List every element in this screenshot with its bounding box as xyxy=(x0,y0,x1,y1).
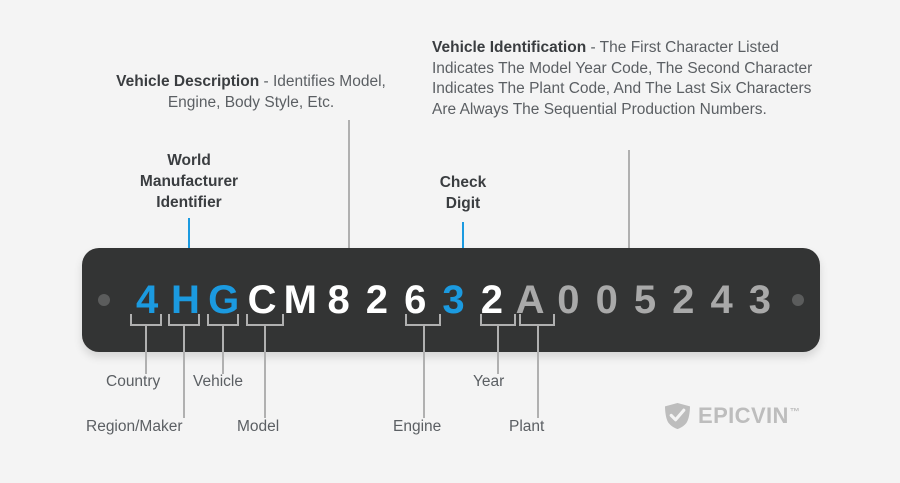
wmi-heading-line-3: Identifier xyxy=(156,194,222,211)
wmi-heading: World Manufacturer Identifier xyxy=(113,150,265,213)
vin-char-1: 4 xyxy=(136,278,159,322)
shield-check-icon xyxy=(665,403,690,429)
country-stem-line xyxy=(145,326,147,374)
vin-char-2: H xyxy=(171,278,200,322)
vin-char-14: 5 xyxy=(633,278,657,322)
bracket-country xyxy=(130,314,162,326)
vin-char-13: 0 xyxy=(595,278,618,322)
vin-char-9: 3 xyxy=(442,278,465,322)
vehicle-description-title: Vehicle Description xyxy=(116,73,260,90)
logo-name: EPICVIN xyxy=(698,403,789,428)
vehicle-identification-body: - The First Character Listed Indicates T… xyxy=(432,39,813,118)
label-plant: Plant xyxy=(509,418,545,435)
engine-stem-line xyxy=(423,326,425,418)
vehicle-identification-title: Vehicle Identification xyxy=(432,39,587,56)
vin-char-6: 8 xyxy=(327,278,350,322)
vin-char-10: 2 xyxy=(480,278,503,322)
wmi-connector-line xyxy=(188,218,190,270)
vehicle-identification-connector-line xyxy=(628,150,630,270)
wmi-heading-line-2: Manufacturer xyxy=(139,173,239,190)
check-digit-heading: Check Digit xyxy=(413,172,513,214)
region-maker-stem-line xyxy=(183,326,185,418)
vehicle-identification-note: Vehicle Identification - The First Chara… xyxy=(432,38,832,120)
year-stem-line xyxy=(497,326,499,374)
vin-char-8: 6 xyxy=(404,278,427,322)
vin-char-7: 2 xyxy=(365,278,389,322)
label-vehicle: Vehicle xyxy=(193,373,243,390)
wmi-heading-line-1: World xyxy=(167,152,211,169)
check-digit-connector-line xyxy=(462,222,464,270)
label-country: Country xyxy=(106,373,161,390)
bracket-plant xyxy=(519,314,555,326)
bracket-engine xyxy=(405,314,441,326)
check-digit-heading-line-2: Digit xyxy=(445,195,481,212)
label-year: Year xyxy=(473,373,505,390)
vehicle-description-connector-line xyxy=(348,120,350,270)
vehicle-description-body: - Identifies Model, Engine, Body Style, … xyxy=(167,73,386,111)
vin-char-3: G xyxy=(208,278,240,322)
vin-char-12: 0 xyxy=(557,278,580,322)
vin-char-4: C xyxy=(247,278,277,322)
bracket-region-maker xyxy=(168,314,200,326)
plate-rivet-left-icon xyxy=(98,294,110,306)
label-region-maker: Region/Maker xyxy=(86,418,183,435)
vehicle-stem-line xyxy=(222,326,224,374)
bracket-vehicle xyxy=(207,314,239,326)
logo-trademark: ™ xyxy=(789,406,801,418)
bracket-year xyxy=(480,314,516,326)
plant-stem-line xyxy=(537,326,539,418)
epicvin-logo: EPICVIN™ xyxy=(664,402,800,430)
vin-char-11: A xyxy=(515,278,545,322)
model-stem-line xyxy=(264,326,266,418)
bracket-model xyxy=(246,314,284,326)
label-model: Model xyxy=(237,418,280,435)
vin-char-16: 4 xyxy=(710,278,733,322)
check-digit-heading-line-1: Check xyxy=(439,174,487,191)
label-engine: Engine xyxy=(393,418,442,435)
vehicle-description-note: Vehicle Description - Identifies Model, … xyxy=(106,72,396,113)
vin-char-5: M xyxy=(283,278,317,322)
vin-char-15: 2 xyxy=(672,278,695,322)
plate-rivet-right-icon xyxy=(792,294,804,306)
logo-wordmark: EPICVIN™ xyxy=(698,403,800,429)
vin-char-17: 3 xyxy=(748,278,772,322)
